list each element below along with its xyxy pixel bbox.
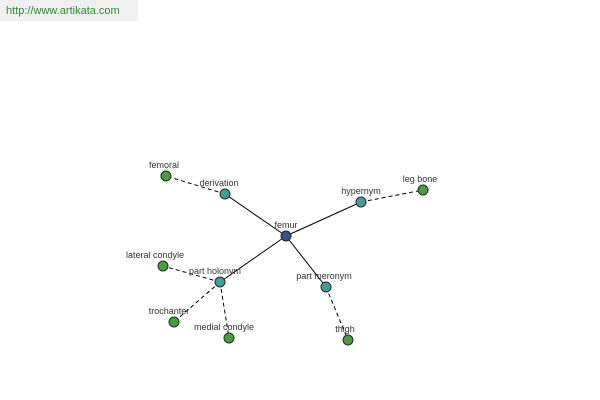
edge-femur-part-holonym bbox=[219, 235, 287, 283]
relation-label-hypernym[interactable]: hypernym bbox=[341, 186, 381, 196]
leaf-label-lateral-condyle[interactable]: lateral condyle bbox=[126, 250, 184, 260]
leaf-label-thigh[interactable]: thigh bbox=[335, 324, 355, 334]
leaf-node-femoral[interactable] bbox=[160, 170, 172, 182]
edge-derivation-femoral bbox=[165, 175, 226, 195]
leaf-label-leg-bone[interactable]: leg bone bbox=[403, 174, 438, 184]
leaf-node-lateral-condyle[interactable] bbox=[157, 260, 169, 272]
leaf-node-thigh[interactable] bbox=[342, 334, 354, 346]
leaf-label-medial-condyle[interactable]: medial condyle bbox=[194, 322, 254, 332]
center-node-femur[interactable] bbox=[280, 230, 292, 242]
relation-label-part-meronym[interactable]: part meronym bbox=[296, 271, 352, 281]
edge-femur-part-meronym bbox=[285, 235, 327, 288]
relation-node-derivation[interactable] bbox=[219, 188, 231, 200]
relation-node-hypernym[interactable] bbox=[355, 196, 367, 208]
leaf-label-femoral[interactable]: femoral bbox=[149, 160, 179, 170]
edge-part-holonym-medial-condyle bbox=[219, 281, 230, 339]
site-url-link[interactable]: http://www.artikata.com bbox=[0, 0, 138, 21]
edge-femur-hypernym bbox=[285, 201, 362, 237]
graph-nodes bbox=[157, 170, 429, 346]
edge-part-holonym-lateral-condyle bbox=[162, 265, 221, 283]
relation-label-derivation[interactable]: derivation bbox=[199, 178, 238, 188]
leaf-node-medial-condyle[interactable] bbox=[223, 332, 235, 344]
edge-part-meronym-thigh bbox=[325, 286, 349, 341]
edge-part-holonym-trochanter bbox=[173, 281, 221, 323]
relation-node-part-meronym[interactable] bbox=[320, 281, 332, 293]
relation-node-part-holonym[interactable] bbox=[214, 276, 226, 288]
center-label-femur[interactable]: femur bbox=[274, 220, 297, 230]
leaf-node-trochanter[interactable] bbox=[168, 316, 180, 328]
leaf-label-trochanter[interactable]: trochanter bbox=[149, 306, 190, 316]
leaf-node-leg-bone[interactable] bbox=[417, 184, 429, 196]
relation-label-part-holonym[interactable]: part holonym bbox=[189, 266, 241, 276]
edge-femur-derivation bbox=[224, 193, 287, 237]
edge-hypernym-leg-bone bbox=[360, 189, 424, 203]
graph-edges bbox=[162, 175, 424, 341]
graph-labels: femur derivation hypernym part holonym part … bbox=[126, 160, 437, 334]
